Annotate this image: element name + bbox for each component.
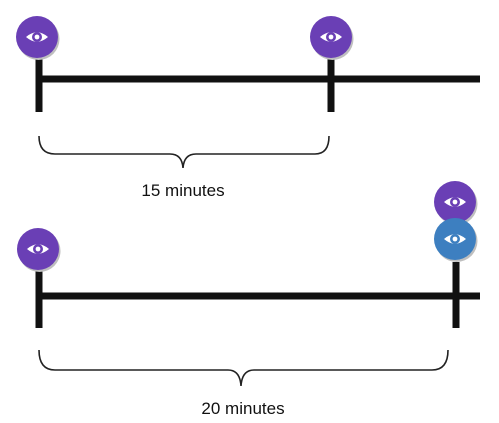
- timeline-2-start-event-icon: [17, 228, 61, 272]
- timeline-2: [17, 181, 480, 387]
- timeline-2-end-event-icon-upper: [434, 181, 478, 225]
- timeline-2-duration-label: 20 minutes: [201, 399, 285, 418]
- timeline-2-end-event-icon-lower: [434, 218, 478, 262]
- timeline-1: [16, 16, 480, 169]
- timeline-1-duration-bracket: [38, 135, 330, 169]
- timeline-1-duration-label: 15 minutes: [141, 181, 225, 200]
- timeline-2-duration-bracket: [38, 349, 449, 387]
- timeline-1-start-event-icon: [16, 16, 60, 60]
- timeline-1-end-event-icon: [310, 16, 354, 60]
